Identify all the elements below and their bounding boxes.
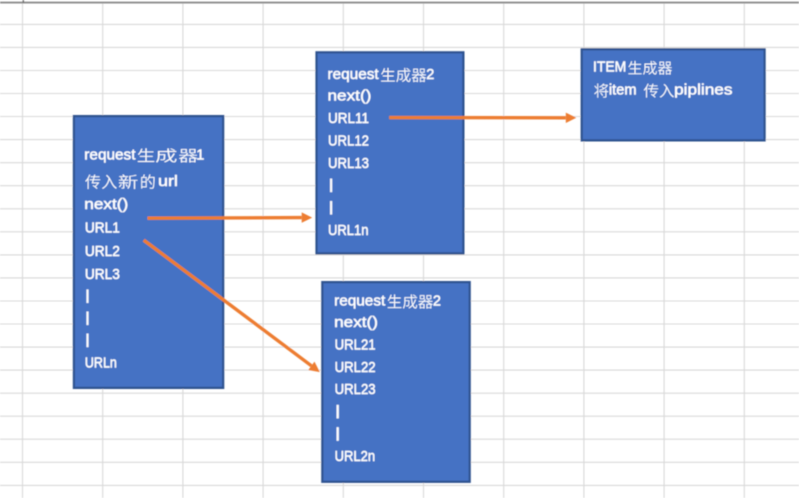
- svg-text:url: url: [158, 174, 178, 190]
- svg-text:URL13: URL13: [328, 156, 369, 172]
- svg-text:1: 1: [196, 147, 204, 163]
- svg-text:next(): next(): [84, 197, 128, 213]
- svg-text:piplines: piplines: [674, 83, 732, 99]
- svg-text:request: request: [84, 147, 135, 163]
- svg-text:URL3: URL3: [85, 267, 120, 283]
- svg-text:item: item: [609, 83, 637, 99]
- svg-text:URL1n: URL1n: [328, 223, 369, 239]
- svg-text:URL23: URL23: [335, 382, 376, 398]
- svg-text:request: request: [328, 67, 379, 83]
- svg-text:URL21: URL21: [335, 338, 376, 354]
- svg-text:URL1: URL1: [85, 221, 120, 237]
- svg-text:2: 2: [426, 67, 434, 83]
- svg-text:URL11: URL11: [328, 111, 369, 127]
- svg-text:URL2: URL2: [85, 244, 120, 260]
- svg-text:URL22: URL22: [335, 360, 376, 376]
- svg-text:URL2n: URL2n: [335, 449, 376, 465]
- svg-text:next(): next(): [334, 315, 378, 331]
- svg-text:next(): next(): [328, 89, 372, 105]
- svg-text:URLn: URLn: [85, 355, 117, 371]
- svg-text:URL12: URL12: [328, 133, 369, 149]
- svg-text:request: request: [334, 293, 385, 309]
- svg-text:ITEM: ITEM: [593, 60, 626, 76]
- svg-text:2: 2: [433, 293, 441, 309]
